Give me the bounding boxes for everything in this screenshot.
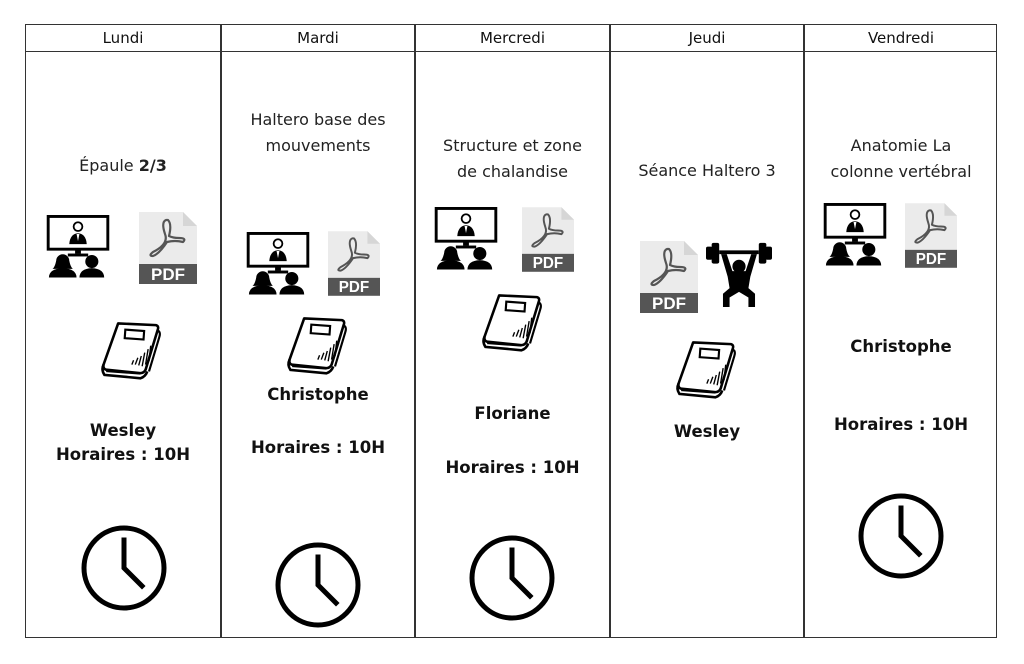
instructor-name: Christophe — [267, 385, 369, 404]
instructor-name: Wesley — [673, 422, 741, 441]
pdf-icon: PDF — [905, 203, 957, 268]
video-conference-icon — [46, 215, 110, 279]
clock-icon — [80, 524, 168, 612]
instructor-name: Wesley — [89, 421, 157, 440]
pdf-icon: PDF — [522, 207, 574, 272]
clock-icon — [274, 541, 362, 629]
weightlifting-icon — [706, 239, 772, 307]
header-mardi: Mardi — [297, 29, 339, 47]
svg-text:PDF: PDF — [339, 279, 369, 296]
day-cell-lundi: Épaule 2/3 PDF Wesley Horaires : 10H — [26, 52, 220, 637]
session-title-line1: Structure et zone — [443, 136, 582, 155]
video-conference-icon — [246, 232, 310, 296]
svg-text:PDF: PDF — [533, 255, 563, 272]
session-title-line2: mouvements — [265, 136, 371, 155]
svg-text:PDF: PDF — [151, 265, 185, 284]
book-icon — [99, 320, 163, 380]
book-icon — [674, 339, 738, 399]
book-icon — [285, 315, 349, 375]
pdf-icon: PDF — [640, 241, 698, 313]
header-jeudi: Jeudi — [688, 29, 726, 47]
session-title: Séance Haltero 3 — [638, 161, 776, 180]
table-header-row: Lundi Mardi Mercredi Jeudi Vendredi — [26, 25, 996, 52]
column-divider — [803, 25, 805, 637]
pdf-icon: PDF — [328, 231, 380, 296]
header-mercredi: Mercredi — [479, 29, 545, 47]
session-title-line1: Haltero base des — [250, 110, 386, 129]
header-lundi: Lundi — [102, 29, 144, 47]
day-cell-mercredi: Structure et zone de chalandise PDF Flor… — [415, 52, 610, 637]
column-divider — [609, 25, 611, 637]
day-cell-mardi: Haltero base des mouvements PDF Christop… — [221, 52, 415, 637]
day-cell-jeudi: Séance Haltero 3 PDF Wesley — [610, 52, 804, 637]
svg-text:PDF: PDF — [652, 294, 686, 313]
schedule-time: Horaires : 10H — [250, 438, 386, 457]
session-title-bold: 2/3 — [138, 156, 167, 175]
book-icon — [480, 292, 544, 352]
column-divider — [414, 25, 416, 637]
session-title-line2: de chalandise — [457, 162, 568, 181]
svg-text:PDF: PDF — [916, 251, 946, 268]
schedule-time: Horaires : 10H — [833, 415, 969, 434]
day-cell-vendredi: Anatomie La colonne vertébral PDF Christ… — [804, 52, 998, 637]
clock-icon — [468, 534, 556, 622]
schedule-time: Horaires : 10H — [55, 445, 191, 464]
schedule-time: Horaires : 10H — [445, 458, 580, 477]
video-conference-icon — [823, 203, 887, 267]
session-title-line2: colonne vertébral — [830, 162, 972, 181]
pdf-icon: PDF — [139, 212, 197, 284]
session-title-line1: Anatomie La — [850, 136, 952, 155]
header-vendredi: Vendredi — [867, 29, 935, 47]
clock-icon — [857, 492, 945, 580]
video-conference-icon — [434, 207, 498, 271]
weekly-schedule-table: Lundi Mardi Mercredi Jeudi Vendredi Épau… — [25, 24, 997, 638]
column-divider — [220, 25, 222, 637]
instructor-name: Christophe — [850, 337, 952, 356]
session-title-text: Épaule — [79, 156, 139, 175]
instructor-name: Floriane — [474, 404, 551, 423]
session-title: Épaule 2/3 — [26, 152, 220, 179]
